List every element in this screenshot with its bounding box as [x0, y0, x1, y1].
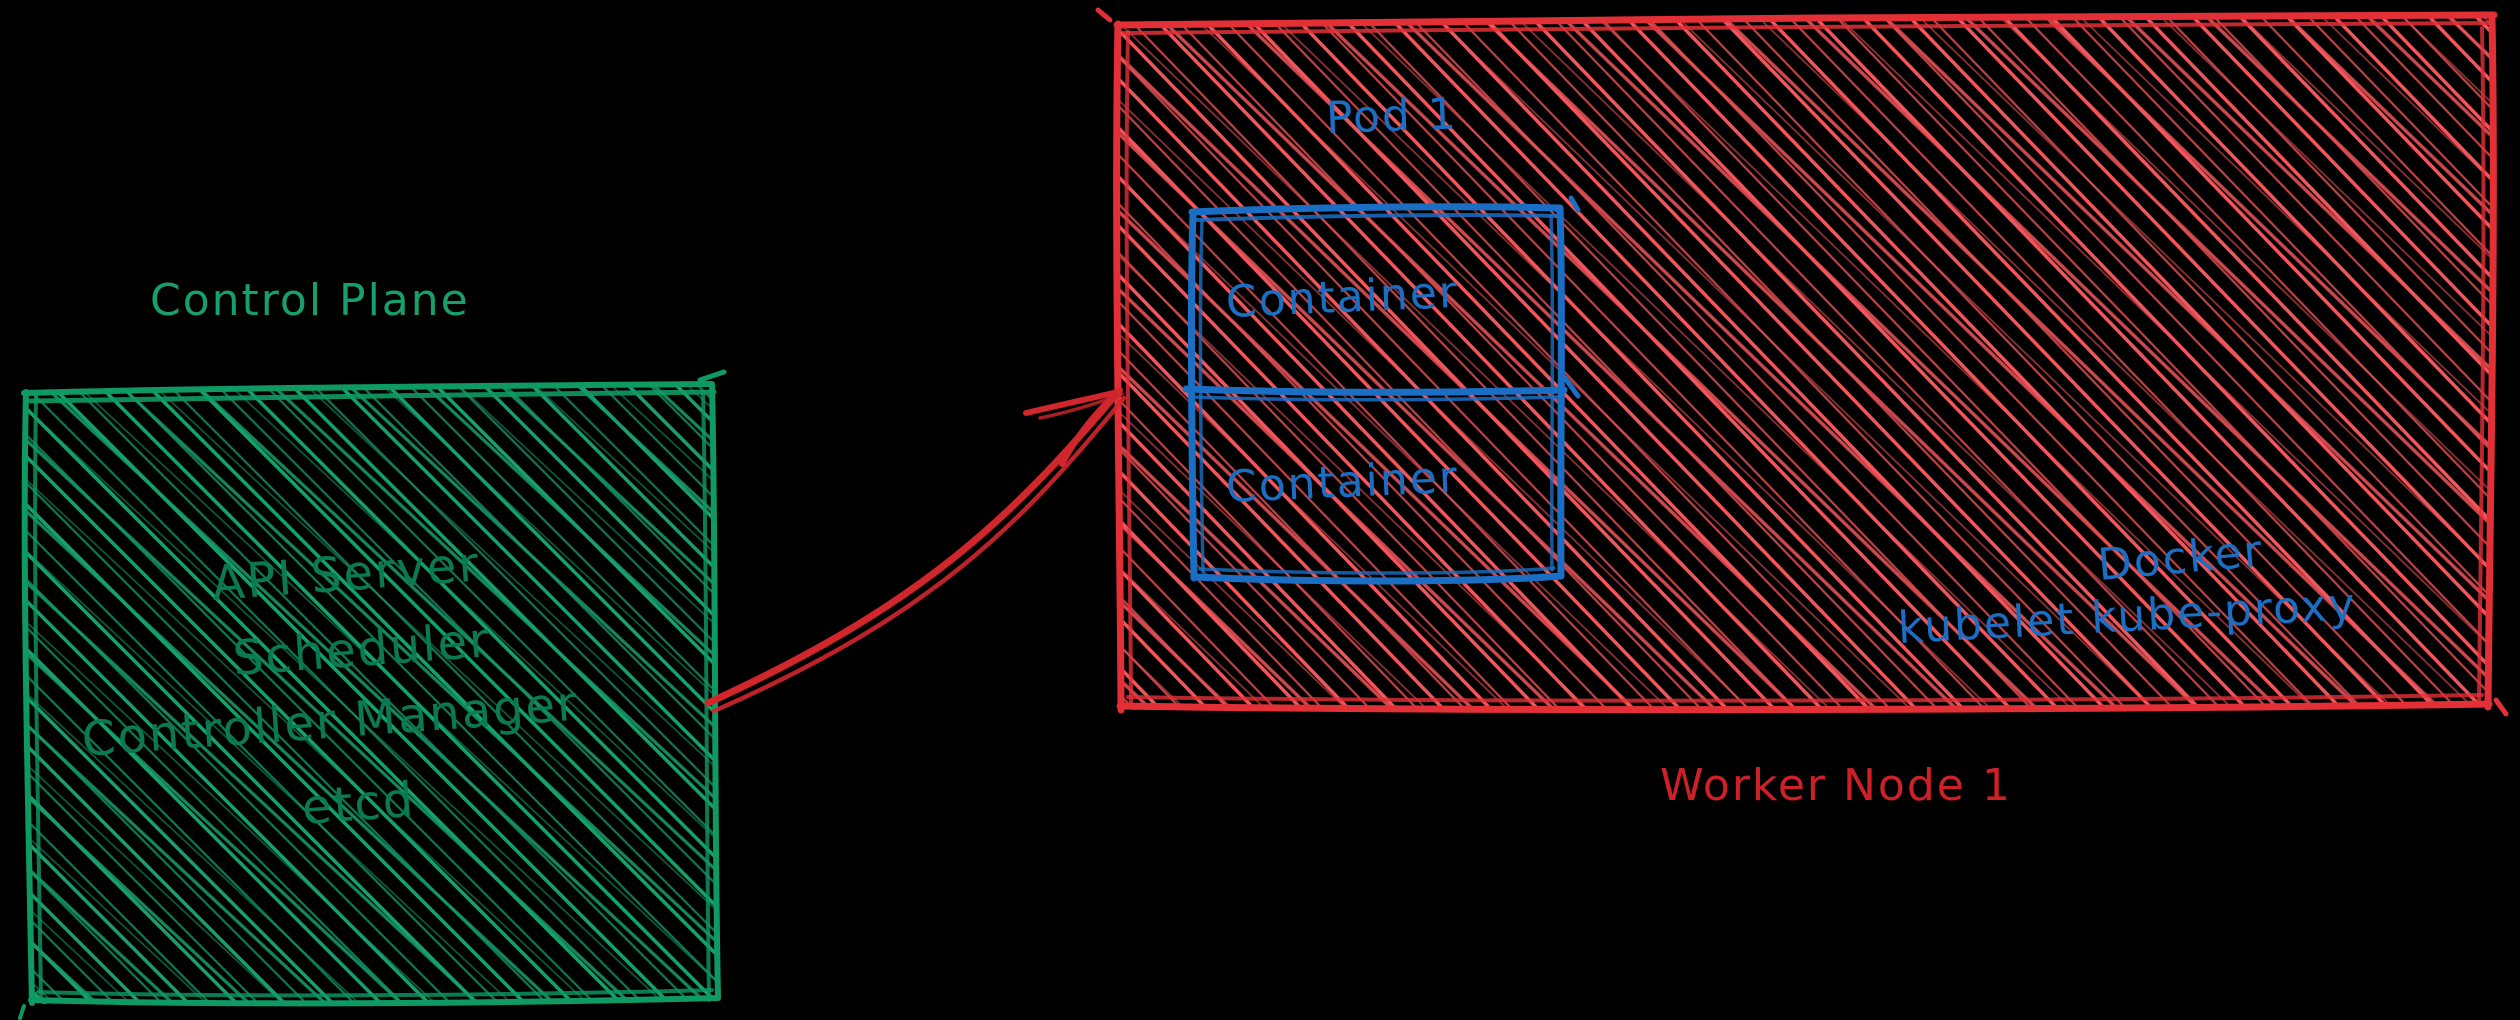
control-plane-component-etcd: etcd	[299, 771, 417, 836]
control-plane-box	[18, 369, 727, 1020]
control-plane-title: Control Plane	[150, 275, 470, 326]
pod-container-1-label: Container	[1224, 266, 1460, 328]
worker-node-title: Worker Node 1	[1660, 760, 2012, 811]
pod-container-2-label: Container	[1224, 451, 1460, 513]
connection-arrow	[704, 387, 1127, 714]
pod-title: Pod 1	[1325, 88, 1459, 144]
worker-node-box	[1095, 7, 2509, 717]
pod-box	[1182, 195, 1581, 585]
